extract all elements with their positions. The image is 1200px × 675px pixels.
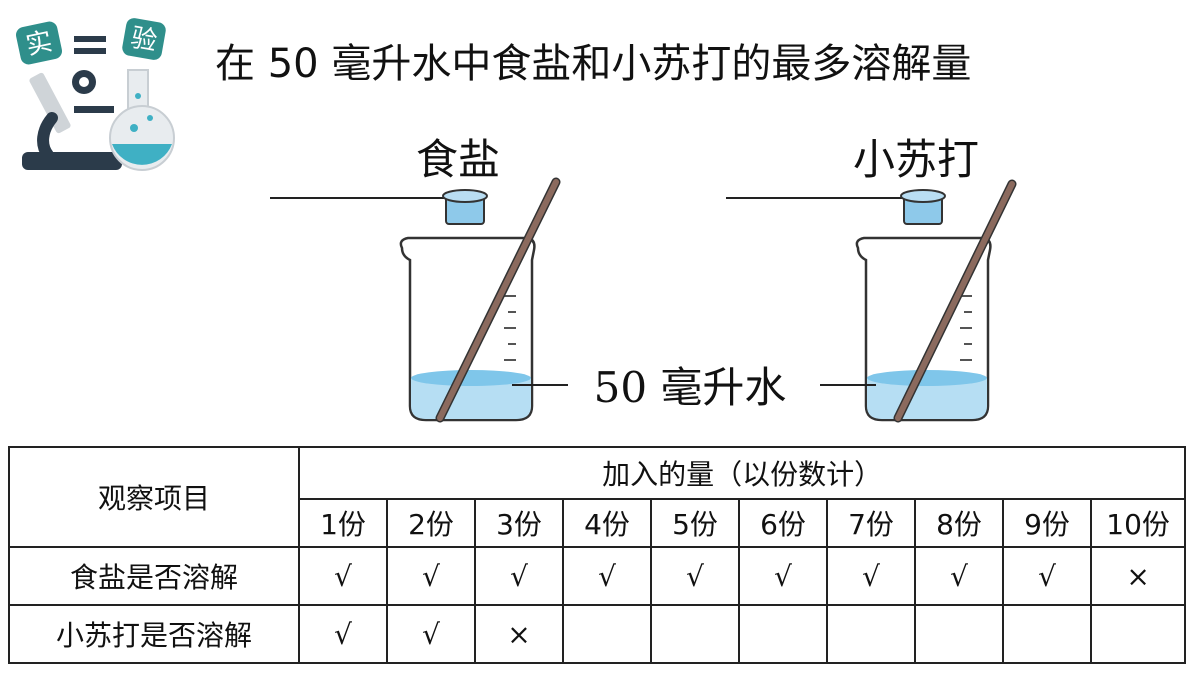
column-header: 2份: [386, 498, 476, 548]
result-cell: [826, 604, 916, 664]
row-label: 食盐是否溶解: [8, 546, 300, 606]
result-cell: [914, 604, 1004, 664]
beaker-diagram: 食盐 小苏打 50 毫升水: [270, 135, 1017, 423]
result-cell: [1002, 604, 1092, 664]
baking-soda-cup: [900, 189, 946, 225]
result-cell: √: [826, 546, 916, 606]
result-cell: [562, 604, 652, 664]
result-cell: √: [386, 546, 476, 606]
column-header: 3份: [474, 498, 564, 548]
baking-soda-label: 小苏打: [853, 135, 979, 184]
result-cell: √: [298, 604, 388, 664]
water-volume-label: 50 毫升水: [594, 363, 787, 412]
page-title: 在 50 毫升水中食盐和小苏打的最多溶解量: [215, 41, 972, 87]
result-cell: √: [298, 546, 388, 606]
right-beaker: [726, 179, 1017, 423]
column-header: 1份: [298, 498, 388, 548]
logo-text: 实 验: [15, 18, 166, 65]
table-row-salt: 食盐是否溶解 √ √ √ √ √ √ √ √ √ ×: [8, 546, 1187, 606]
result-cell: √: [474, 546, 564, 606]
column-header: 8份: [914, 498, 1004, 548]
result-cell: √: [562, 546, 652, 606]
observation-table: 观察项目 加入的量（以份数计） 1份 2份 3份 4份 5份 6份 7份 8份 …: [8, 446, 1187, 664]
left-beaker: [270, 177, 568, 423]
svg-text:验: 验: [128, 23, 159, 57]
result-cell: ×: [474, 604, 564, 664]
result-cell: √: [914, 546, 1004, 606]
column-header: 4份: [562, 498, 652, 548]
result-cell: √: [386, 604, 476, 664]
svg-text:实: 实: [23, 27, 55, 62]
salt-label: 食盐: [416, 135, 500, 184]
result-cell: [1089, 604, 1187, 664]
result-cell: [650, 604, 740, 664]
column-header: 5份: [650, 498, 740, 548]
column-header: 7份: [826, 498, 916, 548]
microscope-flask-icon: 实 验: [15, 18, 175, 171]
table-row-baking-soda: 小苏打是否溶解 √ √ ×: [8, 604, 1187, 664]
column-header-row: 1份 2份 3份 4份 5份 6份 7份 8份 9份 10份: [9, 498, 1187, 548]
row-label: 小苏打是否溶解: [8, 604, 300, 664]
row-header-cell: 观察项目: [8, 446, 300, 548]
result-cell: ×: [1089, 546, 1187, 606]
column-header: 10份: [1089, 498, 1187, 548]
logo: 实 验: [12, 10, 177, 175]
column-header: 6份: [738, 498, 828, 548]
result-cell: √: [738, 546, 828, 606]
result-cell: [738, 604, 828, 664]
column-header: 9份: [1002, 498, 1092, 548]
group-header-cell: 加入的量（以份数计）: [297, 446, 1187, 500]
salt-cup: [442, 189, 488, 225]
result-cell: √: [650, 546, 740, 606]
result-cell: √: [1002, 546, 1092, 606]
